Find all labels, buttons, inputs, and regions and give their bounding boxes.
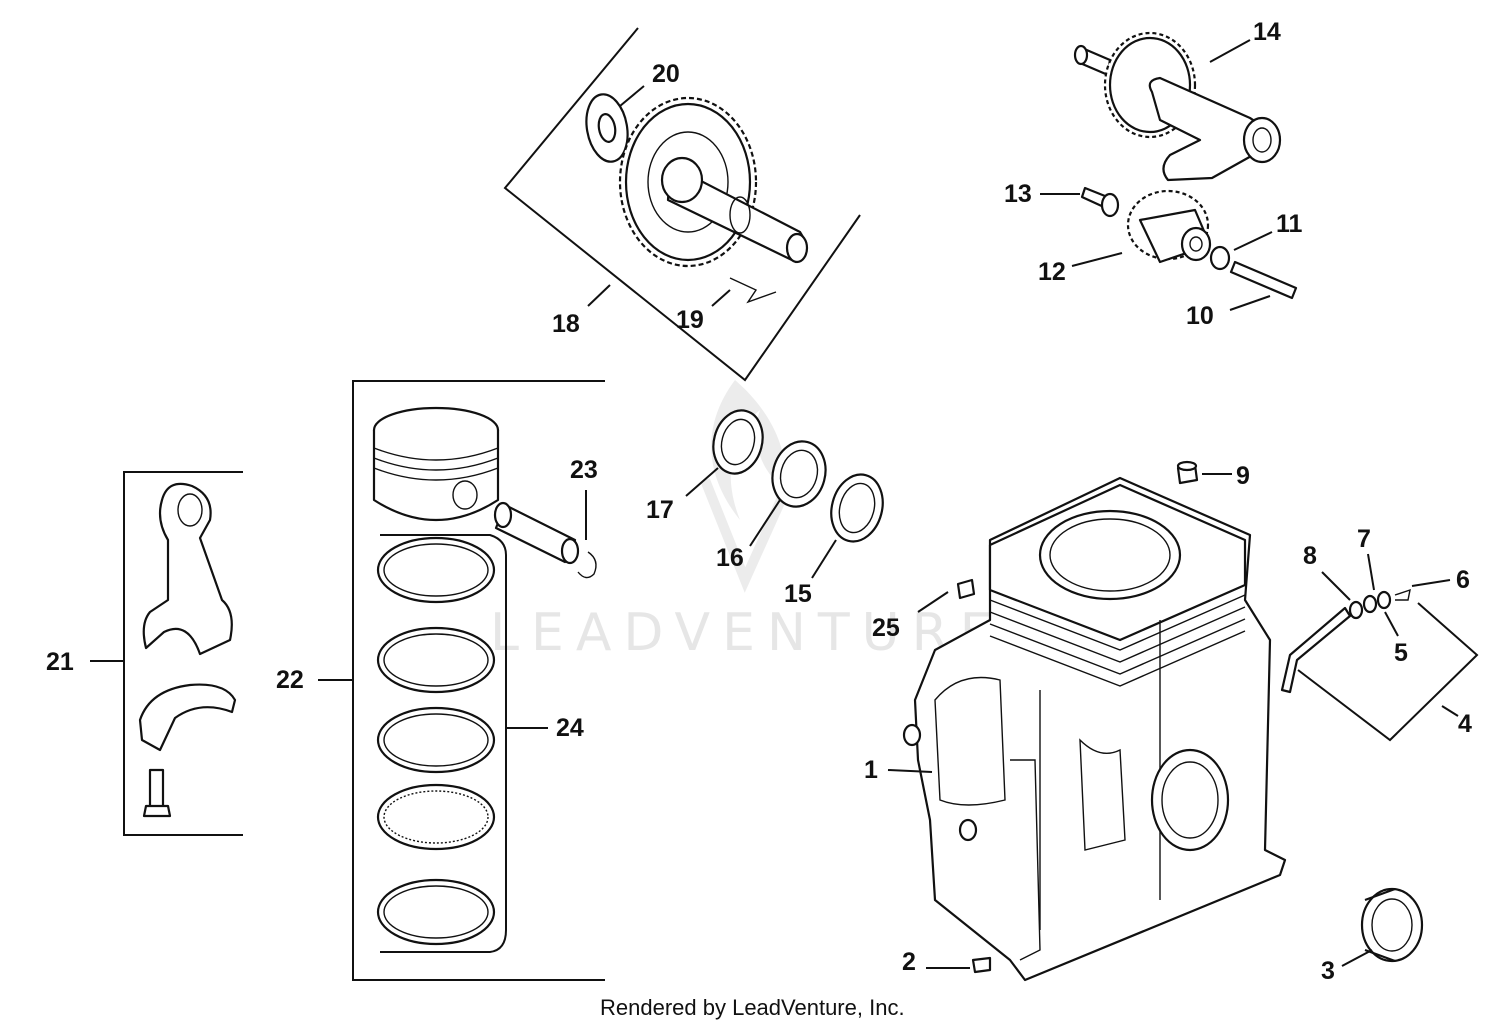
thrust-washers <box>712 409 884 543</box>
watermark-text: LEADVENTURE <box>490 603 1005 663</box>
callout-5: 5 <box>1394 639 1408 667</box>
callout-19: 19 <box>676 306 704 334</box>
callout-23: 23 <box>570 456 598 484</box>
small-parts <box>956 460 1424 974</box>
callout-18: 18 <box>552 310 580 338</box>
crankshaft-group <box>1073 31 1298 300</box>
callout-15: 15 <box>784 580 812 608</box>
callout-4: 4 <box>1458 710 1472 738</box>
callout-2: 2 <box>902 948 916 976</box>
callout-9: 9 <box>1236 462 1250 490</box>
callout-24: 24 <box>556 714 584 742</box>
breather-tube-group <box>1280 588 1479 742</box>
callout-1: 1 <box>864 756 878 784</box>
callout-22: 22 <box>276 666 304 694</box>
callout-6: 6 <box>1456 566 1470 594</box>
callout-labels: 1 2 3 4 5 6 7 8 9 10 11 12 13 14 15 16 1… <box>46 18 1472 985</box>
callout-16: 16 <box>716 544 744 572</box>
callout-17: 17 <box>646 496 674 524</box>
callout-12: 12 <box>1038 258 1066 286</box>
piston-group <box>352 380 605 981</box>
watermark: LEADVENTURE <box>490 380 1005 663</box>
callout-13: 13 <box>1004 180 1032 208</box>
callout-25: 25 <box>872 614 900 642</box>
connecting-rod-group <box>123 471 243 836</box>
leader-lines <box>90 39 1459 969</box>
camshaft-group <box>503 27 861 382</box>
footer-credit: Rendered by LeadVenture, Inc. <box>600 995 905 1020</box>
callout-10: 10 <box>1186 302 1214 330</box>
callout-8: 8 <box>1303 542 1317 570</box>
callout-3: 3 <box>1321 957 1335 985</box>
callout-20: 20 <box>652 60 680 88</box>
callout-7: 7 <box>1357 525 1371 553</box>
callout-21: 21 <box>46 648 74 676</box>
callout-11: 11 <box>1276 210 1303 238</box>
cylinder-block <box>902 476 1287 982</box>
callout-14: 14 <box>1253 18 1281 46</box>
